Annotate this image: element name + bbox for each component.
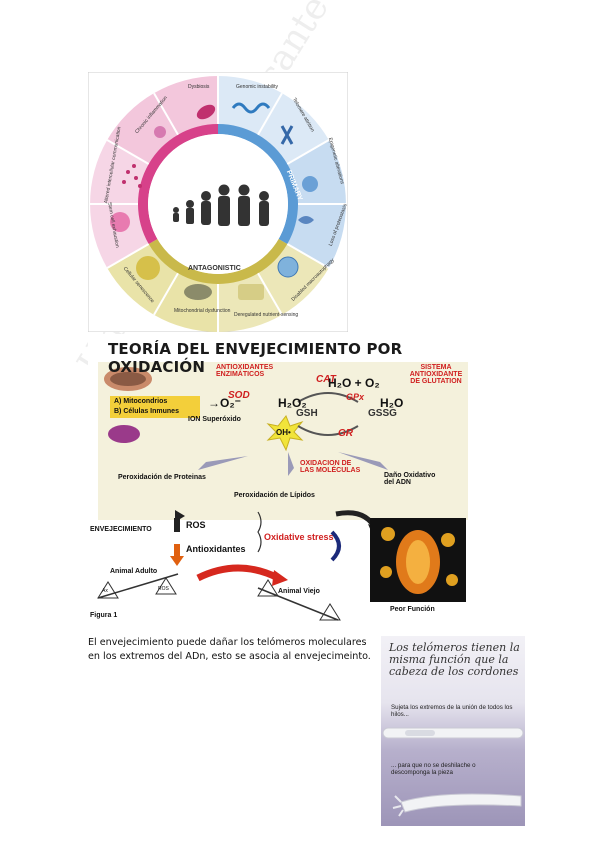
- segment-label: Dysbiosis: [188, 84, 210, 90]
- oxidative-stress-label: Oxidative stress: [264, 532, 334, 542]
- oh-radical-label: OH•: [276, 428, 291, 437]
- o2-label: →O₂⁻: [208, 396, 241, 410]
- h2o-o2-label: H₂O + O₂: [328, 376, 380, 390]
- ros-label: ROS: [186, 520, 206, 530]
- sod-label: SOD: [228, 390, 250, 401]
- animal-adulto-label: Animal Adulto: [110, 568, 158, 575]
- h2o-label: H₂O: [380, 396, 404, 410]
- oxidation-diagram-graphic: [97, 362, 468, 621]
- gpx-label: GPx: [346, 392, 365, 402]
- peor-funcion-label: Peor Función: [390, 606, 435, 613]
- segment-icons: [110, 102, 318, 300]
- gr-label: GR: [338, 428, 353, 439]
- photo-heading: Los telómeros tienen la misma función qu…: [389, 641, 520, 678]
- oxidacion-moleculas-label: OXIDACION DE LAS MOLÉCULAS: [300, 460, 361, 474]
- figure-title: TEORÍA DEL ENVEJECIMIENTO POR OXIDACIÓN: [108, 340, 403, 376]
- segment-label: Mitochondrial dysfunction: [174, 308, 231, 314]
- peroxidacion-proteinas-label: Peroxidación de Proteinas: [118, 474, 206, 481]
- antioxidantes-label: ANTIOXIDANTES ENZIMÁTICOS: [216, 364, 274, 378]
- peroxidacion-lipidos-label: Peroxidación de Lípidos: [234, 492, 315, 499]
- segment-label: Genomic instability: [236, 84, 278, 90]
- dano-adn-label: Daño Oxidativo del ADN: [384, 472, 436, 486]
- figura-label: Figura 1: [90, 612, 118, 619]
- ros-small-label: ROS: [158, 586, 169, 592]
- photo-caption-2: ... para que no se deshilache o descompo…: [391, 762, 476, 776]
- body-paragraph: El envejecimiento puede dañar los telóme…: [88, 637, 371, 662]
- segment-label: Deregulated nutrient-sensing: [234, 312, 299, 318]
- h2o2-label: H₂O₂: [278, 396, 307, 410]
- antioxidantes-label-2: Antioxidantes: [186, 544, 246, 554]
- ax-label: Ax: [102, 588, 108, 594]
- hallmarks-wheel-graphic: [87, 71, 349, 333]
- source-label: A) Mitocondrios: [114, 398, 168, 405]
- source-label: B) Células Inmunes: [114, 408, 179, 415]
- cat-label: CAT: [316, 374, 336, 385]
- gsh-label: GSH: [296, 408, 318, 419]
- envejecimiento-label: ENVEJECIMIENTO: [90, 526, 152, 533]
- ion-superoxido-label: ION Superóxido: [188, 416, 241, 423]
- animal-viejo-label: Animal Viejo: [278, 588, 320, 595]
- shoelace-graphic: [382, 727, 524, 817]
- hallmarks-wheel-figure: INTEGRATIVE PRIMARY ANTAGONISTIC Dysbios…: [87, 71, 349, 333]
- shoelace-photo: Los telómeros tienen la misma función qu…: [381, 636, 525, 826]
- gssg-label: GSSG: [368, 408, 397, 419]
- photo-caption-1: Sujeta los extremos de la unión de todos…: [391, 704, 513, 718]
- section-label-antagonistic: ANTAGONISTIC: [188, 265, 241, 272]
- oxidation-theory-figure: TEORÍA DEL ENVEJECIMIENTO POR OXIDACIÓN …: [88, 334, 468, 624]
- sistema-label: SISTEMA ANTIOXIDANTE DE GLUTATION: [409, 364, 463, 385]
